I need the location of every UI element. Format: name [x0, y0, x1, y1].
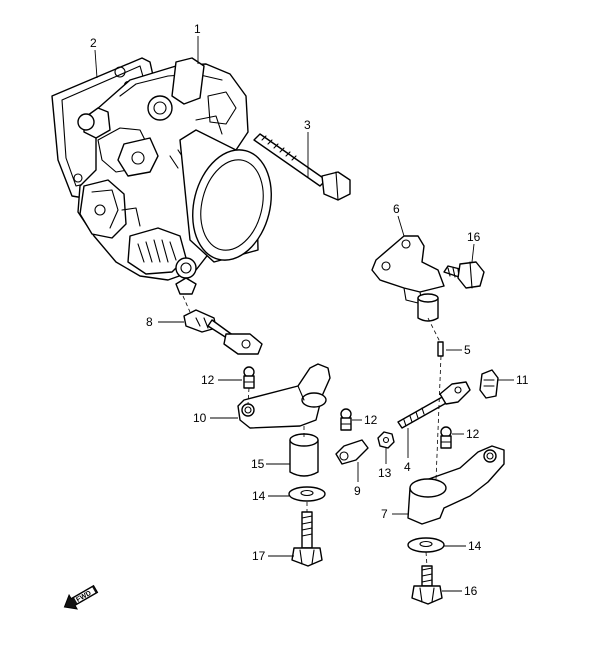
lever-part: [407, 445, 505, 525]
callout-12-middle: 12: [364, 413, 378, 427]
callout-7: 7: [381, 507, 388, 521]
callouts: 1 2 3 6 16 8 5 12 11 10 12 12 15 4 13 14…: [90, 22, 529, 598]
callout-13: 13: [378, 466, 392, 480]
callout-12-right: 12: [466, 427, 480, 441]
callout-14-left: 14: [252, 489, 266, 503]
washer-left: [288, 486, 326, 502]
pin-part: [437, 341, 444, 357]
adjuster-rod-part: [397, 381, 471, 429]
callout-11: 11: [516, 373, 529, 387]
fwd-arrow-icon: FWD: [63, 584, 99, 610]
callout-16-lower: 16: [464, 584, 478, 598]
callout-10: 10: [193, 411, 207, 425]
callout-5: 5: [464, 343, 471, 357]
rod-end-part: [335, 439, 369, 465]
callout-14-right: 14: [468, 539, 482, 553]
callout-16-upper: 16: [467, 230, 481, 244]
sleeve-part: [417, 293, 439, 322]
shoulder-bolt-part: [291, 511, 323, 567]
washer-right: [407, 537, 445, 553]
callout-9: 9: [354, 484, 361, 498]
ball-stud-right: [440, 426, 452, 449]
callout-17: 17: [252, 549, 266, 563]
fwd-label: FWD: [75, 590, 92, 604]
collar-part: [289, 433, 319, 477]
callout-15: 15: [251, 457, 265, 471]
callout-4: 4: [404, 460, 411, 474]
flange-bolt-lower: [411, 565, 443, 605]
bracket-part: [371, 235, 445, 305]
ball-stud-middle: [340, 408, 352, 431]
callout-1: 1: [194, 22, 201, 36]
stud-right: [479, 369, 499, 399]
nut-part: [377, 431, 395, 449]
assembly-centerlines: [182, 295, 442, 567]
ball-stud-left: [243, 366, 255, 389]
callout-2: 2: [90, 36, 97, 50]
callout-3: 3: [304, 118, 311, 132]
leader-lines: [94, 36, 514, 592]
flange-bolt-upper: [443, 261, 485, 289]
callout-6: 6: [393, 202, 400, 216]
callout-12-left: 12: [201, 373, 215, 387]
throttle-bore: [179, 129, 272, 263]
callout-8: 8: [146, 315, 153, 329]
lever-arm-part: [237, 363, 331, 429]
link-rod-part: [183, 309, 263, 355]
